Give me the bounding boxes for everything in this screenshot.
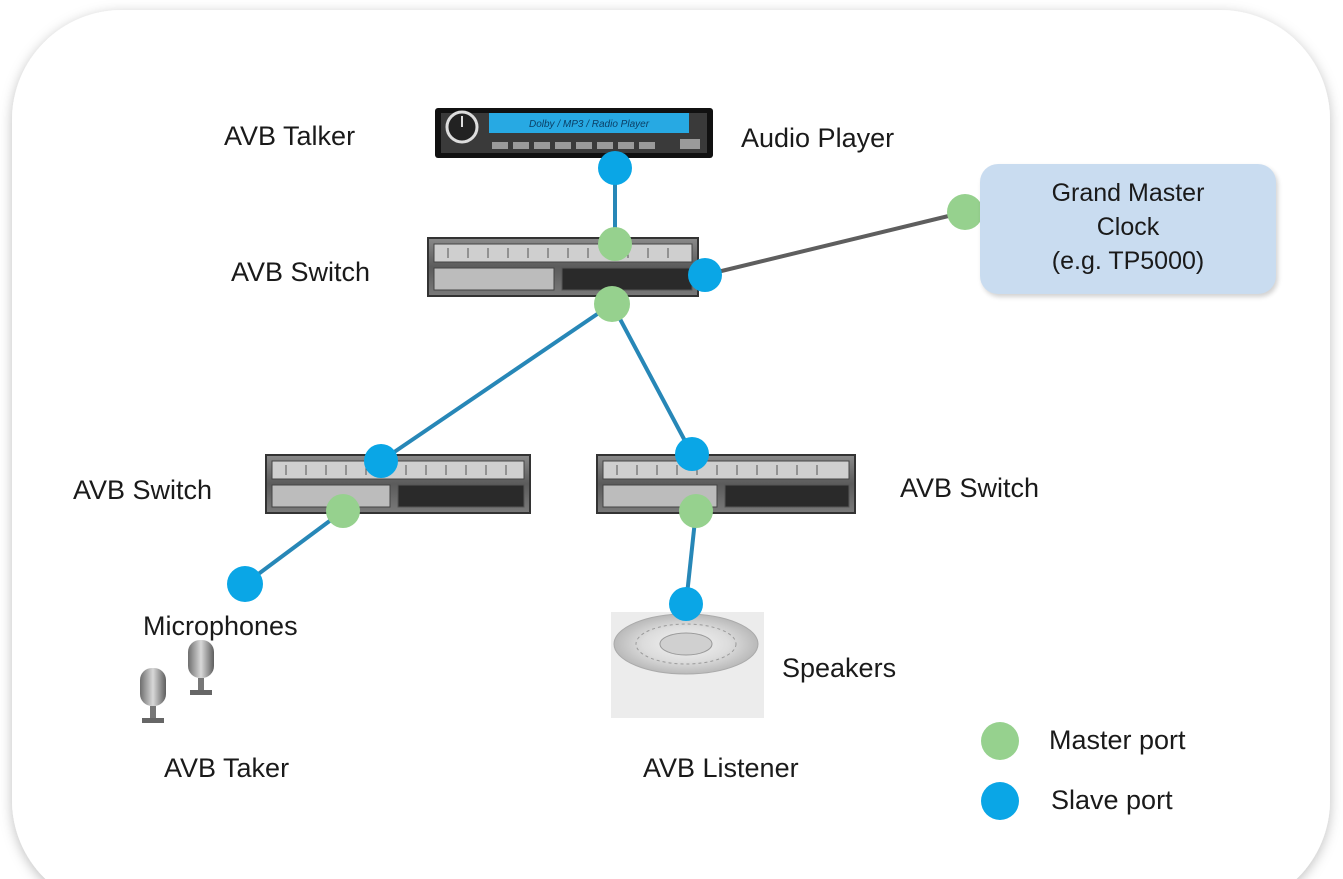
label-microphones: Microphones <box>143 611 298 641</box>
grand-master-clock-box <box>980 164 1276 294</box>
master-port-topswitch-up <box>598 227 632 261</box>
player-display-text: Dolby / MP3 / Radio Player <box>529 119 650 130</box>
master-port-rightswitch <box>679 494 713 528</box>
link-leftswitch-mic <box>243 509 345 586</box>
label-audio-player: Audio Player <box>741 123 895 153</box>
master-port-topswitch-down <box>594 286 630 322</box>
slave-port-player <box>598 151 632 185</box>
grand-master-clock-label: Grand Master Clock (e.g. TP5000) <box>980 176 1276 278</box>
legend-slave-marker <box>981 782 1019 820</box>
legend-master-label: Master port <box>1049 725 1186 755</box>
grand-master-line2: Clock <box>1096 213 1160 241</box>
label-avb-listener: AVB Listener <box>643 753 799 783</box>
legend-slave-label: Slave port <box>1051 785 1173 815</box>
label-avb-talker: AVB Talker <box>224 121 356 151</box>
slave-port-topswitch-right <box>688 258 722 292</box>
link-switch-leftswitch <box>379 302 614 463</box>
label-avb-switch-left: AVB Switch <box>73 475 213 505</box>
links <box>243 168 966 605</box>
ports <box>227 151 983 621</box>
slave-port-microphones <box>227 566 263 602</box>
label-speakers: Speakers <box>782 653 897 683</box>
avb-switch-right-device <box>596 454 856 514</box>
speaker-device <box>611 612 764 718</box>
label-avb-taker: AVB Taker <box>164 753 290 783</box>
grand-master-line1: Grand Master <box>1051 179 1205 207</box>
link-switch-grandmaster <box>704 210 966 277</box>
slave-port-rightswitch <box>675 437 709 471</box>
label-avb-switch-right: AVB Switch <box>900 473 1040 503</box>
label-avb-switch-top: AVB Switch <box>231 257 371 287</box>
microphones-device <box>140 640 214 723</box>
master-port-leftswitch <box>326 494 360 528</box>
slave-port-leftswitch <box>364 444 398 478</box>
legend-master-marker <box>981 722 1019 760</box>
avb-switch-left-device <box>265 454 531 514</box>
avb-switch-top-device <box>427 237 699 297</box>
grand-master-line3: (e.g. TP5000) <box>1051 247 1205 275</box>
audio-player-device: Dolby / MP3 / Radio Player <box>435 108 713 158</box>
link-switch-rightswitch <box>610 303 694 455</box>
slave-port-speaker <box>669 587 703 621</box>
master-port-grandmaster <box>947 194 983 230</box>
